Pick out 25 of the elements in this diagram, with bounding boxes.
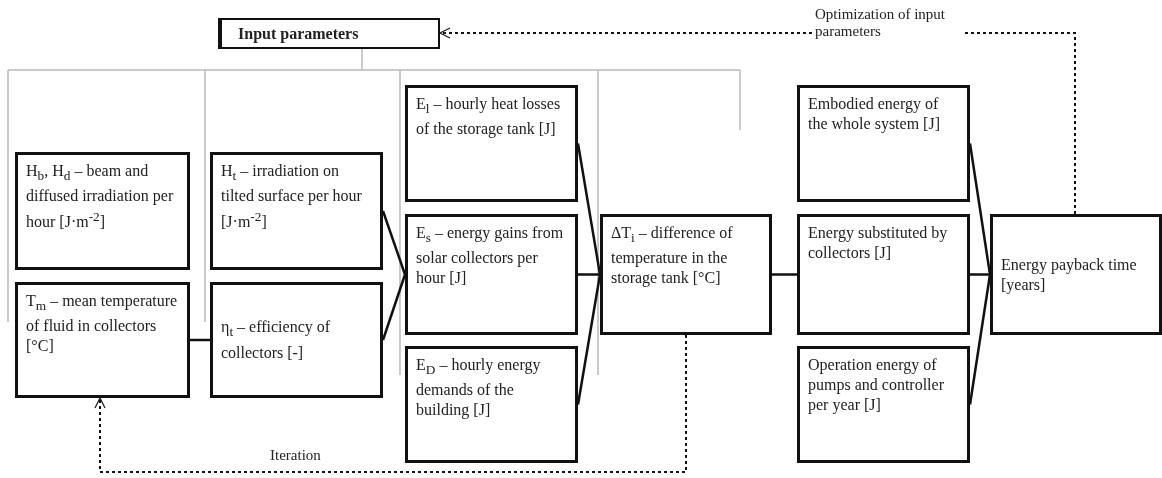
edge-label: Optimization of input parameters <box>815 6 965 40</box>
connector-line <box>772 273 797 276</box>
connector-line <box>576 274 602 405</box>
connector-line <box>190 338 210 342</box>
parameter-box: E$_{l}$ – hourly heat losses of the storage tank [J] <box>405 85 578 202</box>
parameter-box: E$_{s}$ – energy gains from solar collectors per hour [J] <box>405 214 578 335</box>
parameter-box: Energy payback time [years] <box>990 214 1162 335</box>
connector-line <box>968 143 992 275</box>
feedback-arrow <box>94 334 687 473</box>
connector-line <box>381 210 407 275</box>
connector-line <box>968 274 992 405</box>
parameter-box: Operation energy of pumps and controller per year [J] <box>797 346 970 463</box>
parameter-box: H$_{b}$, H$_{d}$ – beam and diffused irradiation per hour [J·m$^{-2}$] <box>15 152 190 270</box>
parameter-box: ΔT$_{i}$ – difference of temperature in the storage tank [°C] <box>600 214 772 335</box>
connector-line <box>970 273 990 276</box>
connector-line <box>576 143 602 275</box>
parameter-box: Embodied energy of the whole system [J] <box>797 85 970 202</box>
parameter-box: H$_{t}$ – irradiation on tilted surface per hour [J·m$^{-2}$] <box>210 152 383 270</box>
parameter-box: T$_{m}$ – mean temperature of fluid in collectors [°C] <box>15 282 190 398</box>
parameter-box: E$_{D}$ – hourly energy demands of the building [J] <box>405 346 578 463</box>
parameter-box: η$_{t}$ – efficiency of collectors [-] <box>210 282 383 398</box>
connector-line <box>381 274 407 341</box>
parameter-box: Energy substituted by collectors [J] <box>797 214 970 335</box>
heading-box: Input parameters <box>218 18 440 49</box>
connector-line <box>578 273 600 276</box>
